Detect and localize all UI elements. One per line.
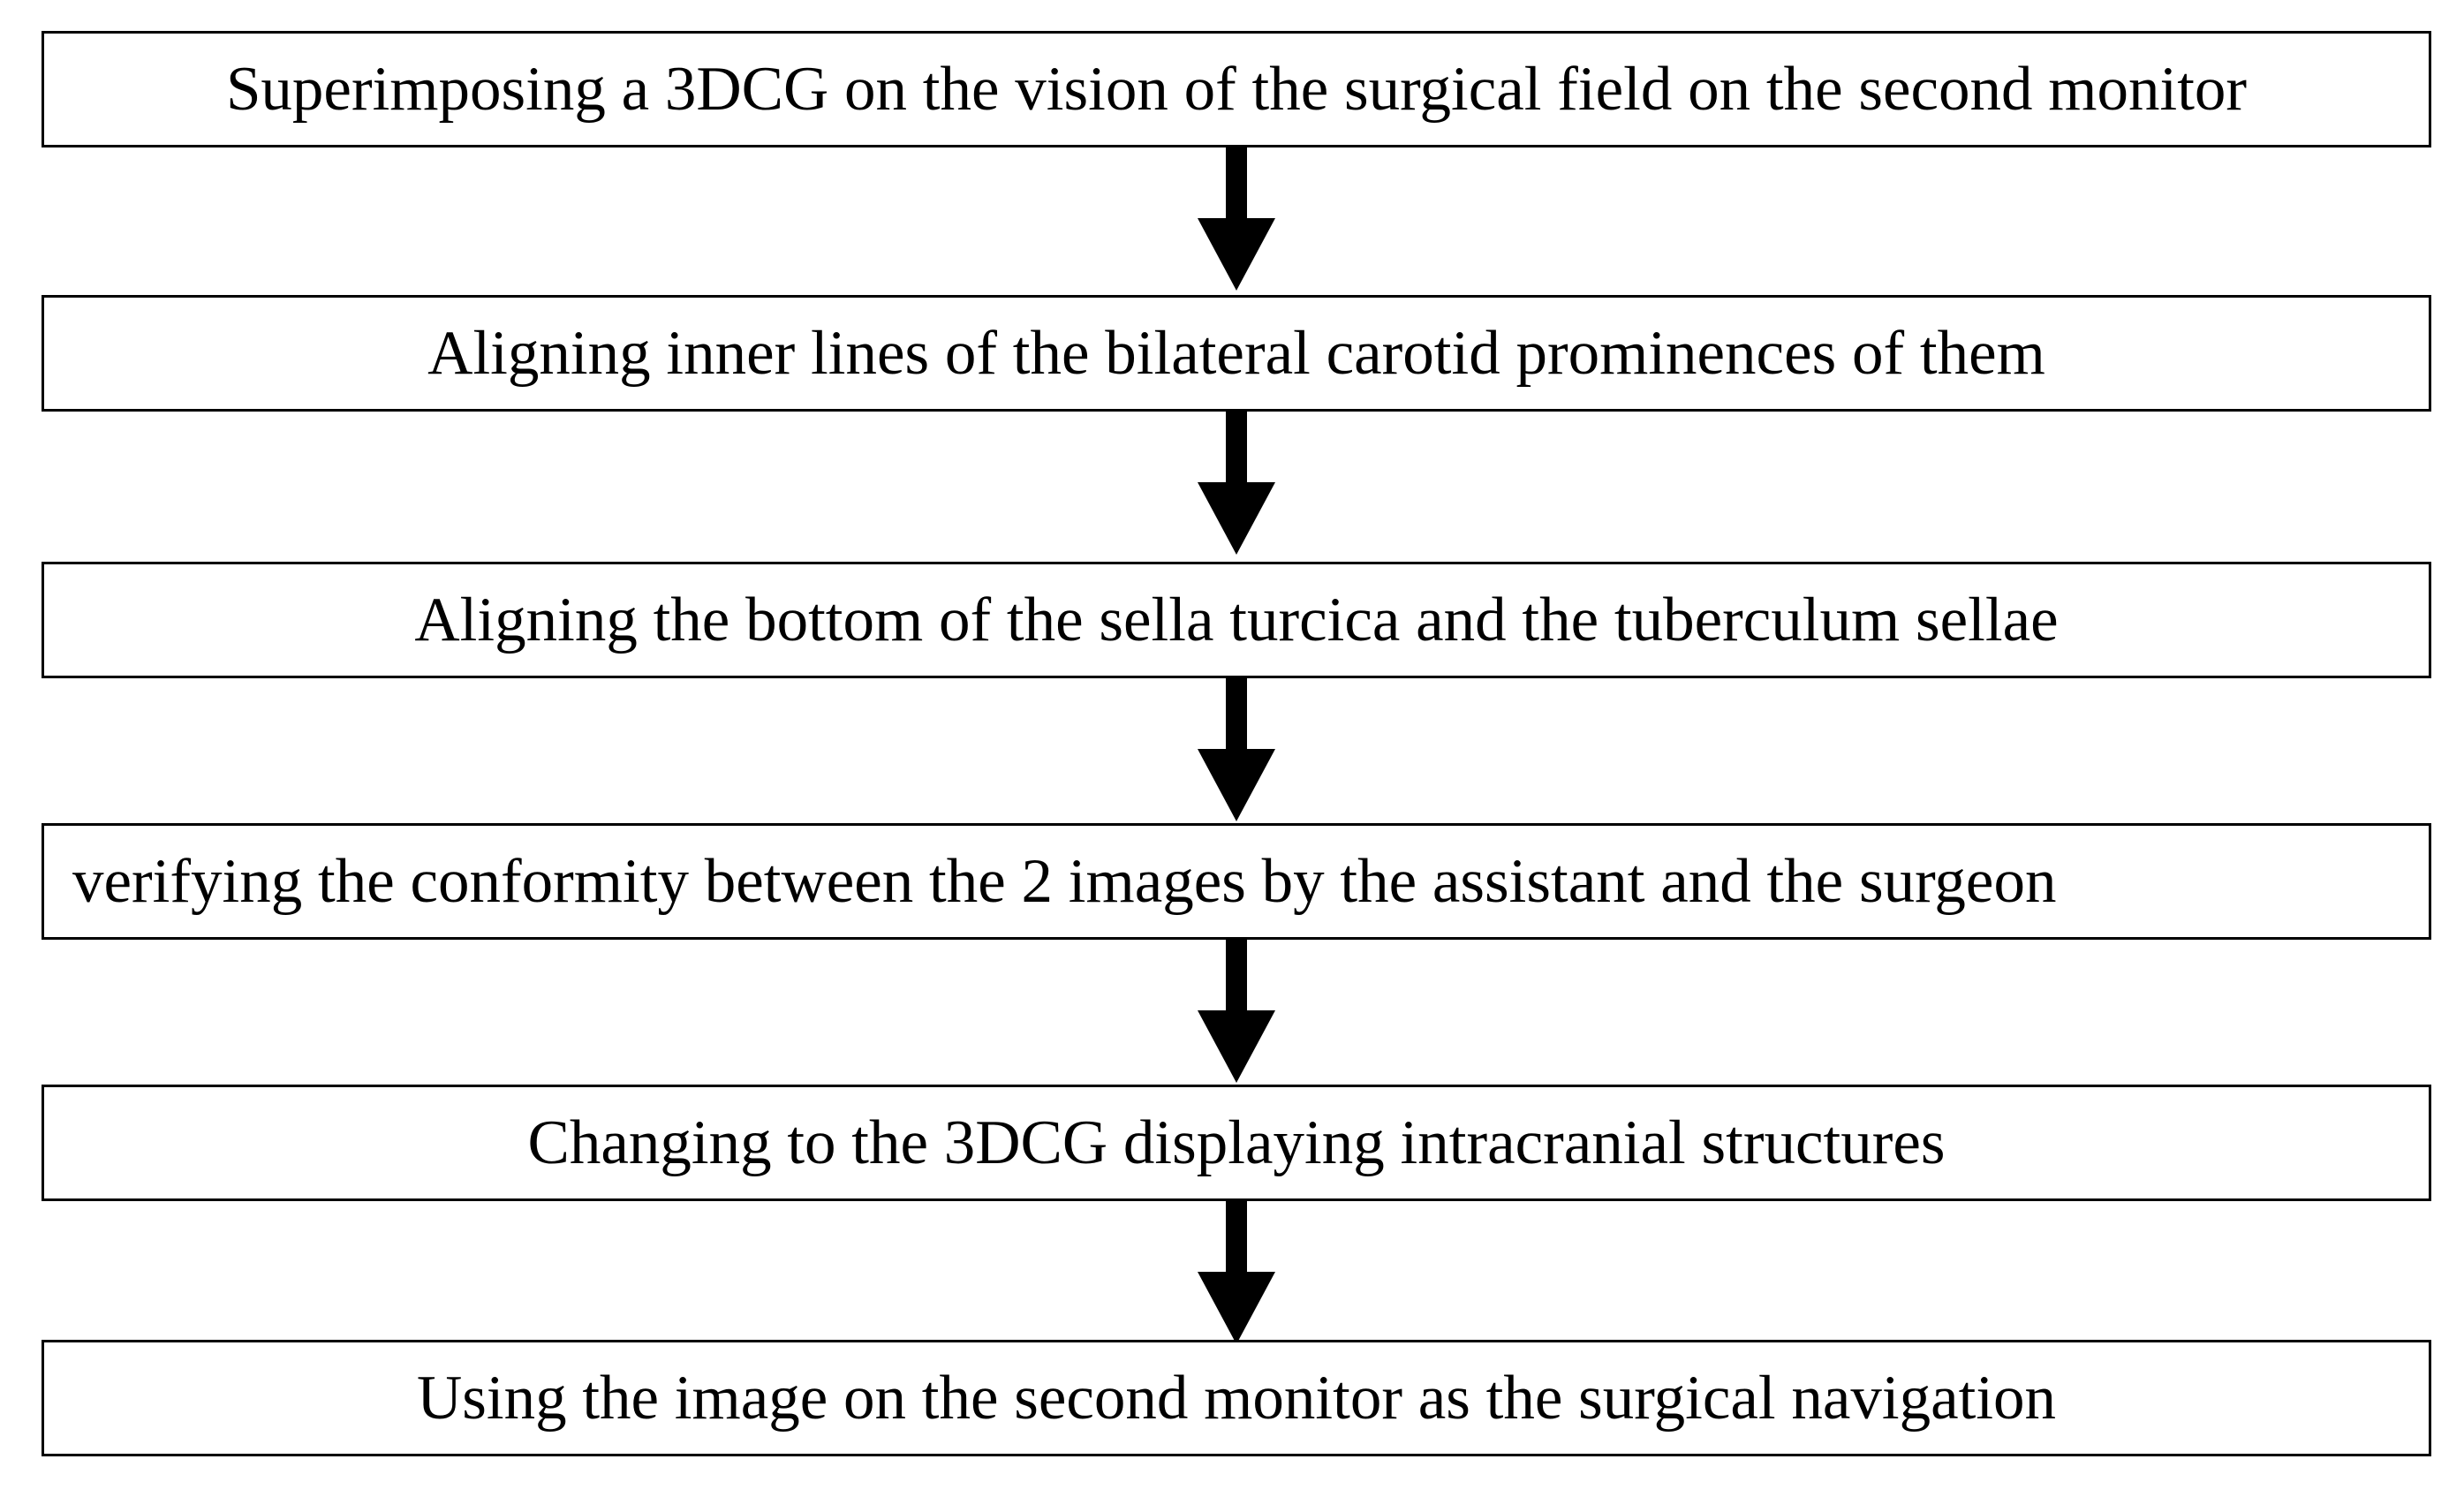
down-arrow-icon [1192,412,1281,555]
step-box-align-sella-turcica: Aligning the bottom of the sella turcica… [42,562,2431,678]
step-label: Aligning the bottom of the sella turcica… [414,585,2059,654]
step-label: Changing to the 3DCG displaying intracra… [527,1108,1946,1177]
step-box-verify-conformity: verifying the conformity between the 2 i… [42,823,2431,940]
step-label: verifying the conformity between the 2 i… [72,846,2057,916]
step-box-change-to-intracranial-3dcg: Changing to the 3DCG displaying intracra… [42,1085,2431,1201]
step-box-superimpose-3dcg: Superimposing a 3DCG on the vision of th… [42,31,2431,147]
step-label: Aligning inner lines of the bilateral ca… [427,318,2045,388]
down-arrow-icon [1192,147,1281,291]
down-arrow-icon [1192,940,1281,1083]
step-box-surgical-navigation: Using the image on the second monitor as… [42,1340,2431,1456]
step-box-align-carotid-prominences: Aligning inner lines of the bilateral ca… [42,295,2431,412]
step-label: Using the image on the second monitor as… [416,1363,2057,1433]
down-arrow-icon [1192,1201,1281,1344]
step-label: Superimposing a 3DCG on the vision of th… [225,54,2248,124]
down-arrow-icon [1192,678,1281,821]
